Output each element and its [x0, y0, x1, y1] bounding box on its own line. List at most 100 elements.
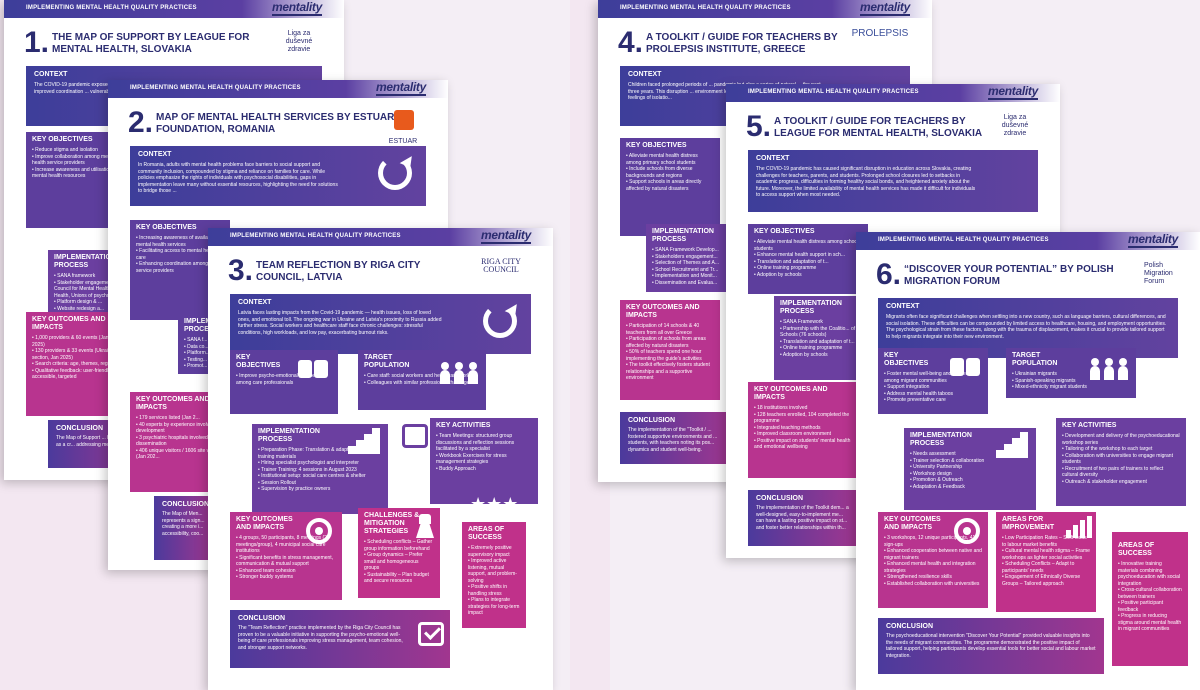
bullet-list: SANA f...Data co...Platform...Testing...… — [184, 337, 232, 370]
target-population-box: TARGET POPULATIONUkrainian migrantsSpani… — [1006, 348, 1136, 398]
list-item: 130 providers & 33 events (Ukrainian sec… — [32, 348, 120, 361]
header-band: IMPLEMENTING MENTAL HEALTH QUALITY PRACT… — [4, 0, 344, 18]
challenges-box: CHALLENGES & MITIGATION STRATEGIESSchedu… — [358, 508, 440, 598]
list-item: Mixed-ethnicity migrant students — [1012, 384, 1130, 391]
stars-icon: ★★★ — [470, 494, 519, 514]
list-item: Cross-cultural collaboration between tra… — [1118, 587, 1182, 600]
list-item: University Partnership — [910, 464, 1030, 471]
bullet-list: Extremely positive supervisory impactImp… — [468, 545, 520, 617]
header-band: IMPLEMENTING MENTAL HEALTH QUALITY PRACT… — [856, 232, 1200, 250]
list-item: Promote preventative care — [884, 397, 982, 404]
list-item: Trainer selection & collaboration — [910, 458, 1030, 465]
list-item: Support integration — [884, 384, 982, 391]
objectives-box: KEY OBJECTIVESAlleviate mental health di… — [620, 138, 720, 236]
org-logo: ESTUAR — [388, 138, 418, 145]
list-item: Positive impact on students' mental heal… — [754, 438, 852, 451]
list-item: Search criteria: age, themes, region — [32, 361, 120, 368]
list-item: Translation and adaptation of t... — [780, 339, 868, 346]
org-logo: Liga za duševné zdravie — [1001, 114, 1029, 137]
list-item: Qualitative feedback: user-friendly, acc… — [32, 368, 120, 381]
implementation-box: IMPLEMENTATION PROCESSNeeds assessmentTr… — [904, 428, 1036, 510]
list-item: Ukrainian migrants — [1012, 371, 1130, 378]
list-item: Cultural mental health stigma – Frame wo… — [1002, 548, 1090, 561]
list-item: Online training programme — [780, 345, 868, 352]
activities-box: KEY ACTIVITIESTeam Meetings: structured … — [402, 418, 538, 504]
list-item: Promot... — [184, 363, 232, 370]
list-item: Adoption by schools — [780, 352, 868, 359]
card-title: 1. THE MAP OF SUPPORT BY LEAGUE FOR MENT… — [4, 18, 344, 66]
list-item: Promotion & Outreach — [910, 477, 1030, 484]
org-logo: Liga za duševné zdravie — [285, 30, 313, 53]
mentality-logo: mentality — [272, 0, 322, 16]
list-item: Reduce stigma and isolation — [32, 147, 120, 154]
list-item: Workbook Exercises for stress management… — [436, 453, 532, 466]
list-item: Alleviate mental health distress among p… — [626, 153, 714, 166]
success-box: ★★★AREAS OF SUCCESSExtremely positive su… — [462, 495, 526, 628]
list-item: Alleviate mental health distress among s… — [754, 239, 862, 252]
bullet-list: Team Meetings: structured group discussi… — [436, 433, 532, 472]
list-item: Support schools in areas directly affect… — [626, 179, 714, 192]
bar-chart-icon — [1066, 516, 1092, 538]
list-item: Data co... — [184, 344, 232, 351]
target-icon — [954, 518, 980, 544]
list-item: Needs assessment — [910, 451, 1030, 458]
list-item: Spanish-speaking migrants — [1012, 378, 1130, 385]
list-item: Enhance mental health support in sch... — [754, 252, 862, 259]
list-item: Platform... — [184, 350, 232, 357]
bullet-list: Preparation Phase: Translation & adaptat… — [258, 447, 382, 493]
list-item: Low Participation Rates – Shift focus to… — [1002, 535, 1090, 548]
list-item: Tailoring of the workshop to each target — [1062, 446, 1180, 453]
mentality-logo: mentality — [1128, 232, 1178, 248]
binoculars-icon — [296, 356, 330, 378]
list-item: 128 teachers enrolled, 104 completed the… — [754, 412, 852, 425]
list-item: SANA f... — [184, 337, 232, 344]
list-item: 18 institutions involved — [754, 405, 852, 412]
bullet-list: 3 workshops, 12 unique participants, 41 … — [884, 535, 982, 587]
list-item: Adoption by schools — [754, 272, 862, 279]
list-item: Platform design & ... — [54, 299, 142, 306]
bullet-list: SANA Framework Develop...Stakeholders en… — [652, 247, 740, 286]
list-item: Participation of schools from areas affe… — [626, 336, 714, 349]
poster-card-3: IMPLEMENTING MENTAL HEALTH QUALITY PRACT… — [208, 228, 553, 690]
mentality-logo: mentality — [481, 228, 531, 244]
list-item: Extremely positive supervisory impact — [468, 545, 520, 558]
org-logo: Polish Migration Forum — [1144, 262, 1173, 285]
list-item: Integrated teaching methods — [754, 425, 852, 432]
list-item: Foster mental well-being and resilience … — [884, 371, 982, 384]
bullet-list: Low Participation Rates – Shift focus to… — [1002, 535, 1090, 587]
card-title: 4. A TOOLKIT / GUIDE FOR TEACHERS BY PRO… — [618, 26, 909, 59]
list-item: Improve collaboration among mental healt… — [32, 154, 120, 167]
bullet-list: Care staff: social workers and healthcar… — [364, 373, 480, 386]
bullet-list: 179 services listed (Jan 2...40 experts … — [136, 415, 224, 461]
card-title: 3. TEAM REFLECTION BY RIGA CITY COUNCIL,… — [208, 246, 553, 294]
target-population-box: TARGET POPULATIONCare staff: social work… — [358, 350, 486, 410]
list-item: Scheduling Conflicts – Adapt to particip… — [1002, 561, 1090, 574]
list-item: Online training programme — [754, 265, 862, 272]
list-item: Buddy Approach — [436, 466, 532, 473]
list-item: Institutional setup: social care centres… — [258, 473, 382, 480]
bullet-list: Improve psycho-emotional well-being amon… — [236, 373, 332, 386]
list-item: Adaptation & Feedback — [910, 484, 1030, 491]
checklist-icon — [402, 424, 428, 448]
list-item: Established collaboration with universit… — [884, 581, 982, 588]
list-item: Scheduling conflicts – Gather group info… — [364, 539, 434, 552]
card-title: 5. A TOOLKIT / GUIDE FOR TEACHERS BY LEA… — [726, 102, 1060, 150]
list-item: Partnership with the Coalitio... of Scho… — [780, 326, 868, 339]
list-item: Testing... — [184, 357, 232, 364]
list-item: Selection of Themes and A... — [652, 260, 740, 267]
list-item: 4 groups, 50 participants, 8 meetings (2… — [236, 535, 336, 555]
list-item: Development and delivery of the psychoed… — [1062, 433, 1180, 446]
list-item: 3 psychiatric hospitals involved in diss… — [136, 435, 224, 448]
list-item: Translation and adaptation of t... — [754, 259, 862, 266]
bullet-list: 18 institutions involved128 teachers enr… — [754, 405, 852, 451]
outcomes-box: KEY OUTCOMES AND IMPACTS4 groups, 50 par… — [230, 512, 342, 600]
org-logo: PROLEPSIS — [851, 28, 909, 39]
list-item: Enhanced cooperation between native and … — [884, 548, 982, 561]
cycle-icon — [483, 304, 517, 338]
list-item: SANA Framework — [780, 319, 868, 326]
